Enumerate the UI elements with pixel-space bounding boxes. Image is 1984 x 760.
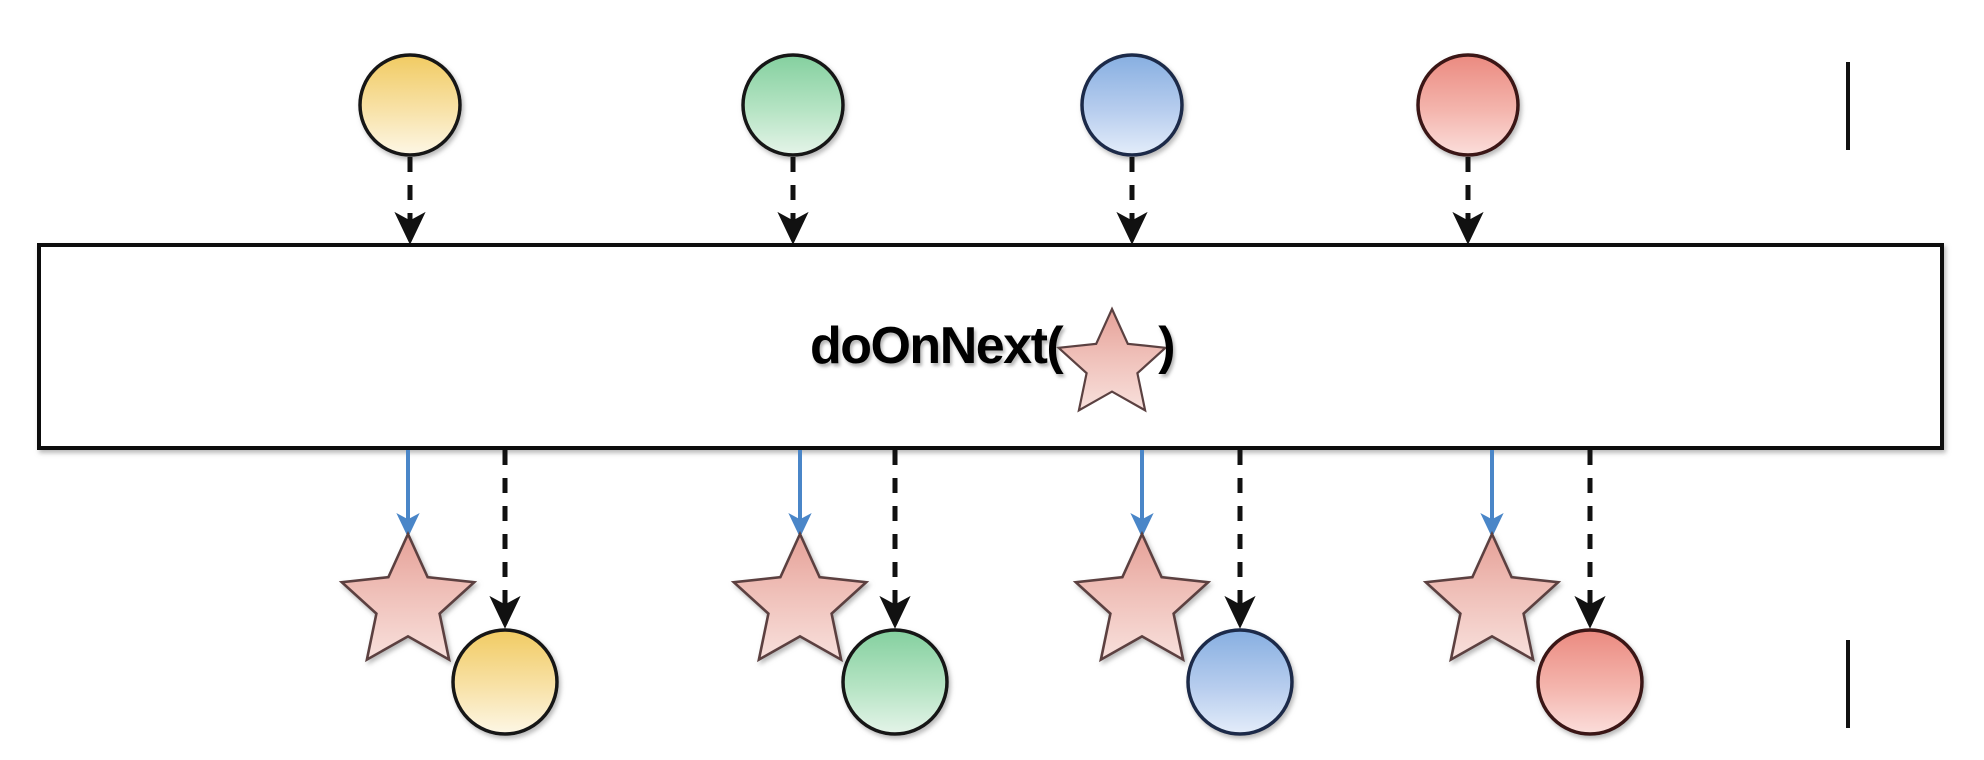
input-arrows-group [394,157,1484,245]
source-marble-yellow [358,53,462,157]
operator-star-icon [1056,306,1168,413]
result-timeline-group [40,628,1935,736]
result-marble-green [841,628,949,736]
side-effect-star-1 [338,530,478,663]
source-marble-green [741,53,845,157]
result-marble-red [1536,628,1644,736]
side-effect-star-3 [1072,530,1212,663]
result-marble-yellow [451,628,559,736]
operator-box-group [37,243,1944,450]
passthrough-arrows-group [489,450,1606,629]
operator-star-glyph-group [1056,306,1168,413]
source-marble-blue [1080,53,1184,157]
side-effect-arrows-group [396,450,1504,538]
side-effect-star-4 [1422,530,1562,663]
side-effect-star-2 [730,530,870,663]
source-marble-red [1416,53,1520,157]
source-timeline-group [40,53,1935,157]
doOnNext-operator-box [37,243,1944,450]
side-effect-stars-group [338,530,1562,663]
result-marble-blue [1186,628,1294,736]
